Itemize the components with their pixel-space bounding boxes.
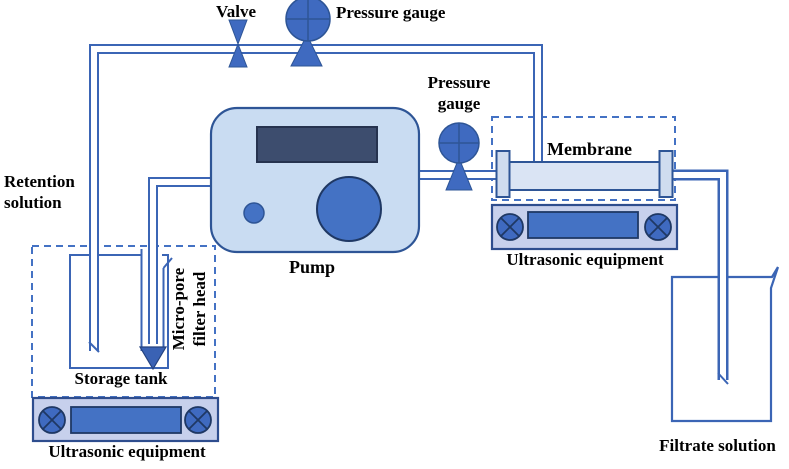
membrane-body — [507, 161, 661, 191]
storage-tank — [69, 254, 169, 369]
retention-label-line2: solution — [4, 193, 62, 212]
filtrate-solution-label: Filtrate solution — [659, 436, 776, 455]
pump-suction-pipe — [138, 177, 218, 371]
ultrasonic-equipment-right-label: Ultrasonic equipment — [506, 250, 664, 269]
valve-icon — [228, 19, 248, 68]
membrane-cap-left — [495, 150, 511, 198]
storage-tank-label: Storage tank — [74, 369, 168, 388]
valve-label: Valve — [216, 2, 256, 21]
micropore-label-line2: filter head — [190, 271, 209, 347]
transducer-bar — [70, 406, 182, 434]
pressure-gauge-right-label: Pressure gauge — [414, 72, 504, 114]
membrane-label: Membrane — [547, 139, 632, 159]
membrane-cap-right — [658, 150, 674, 198]
ultrasonic-equipment-left — [31, 396, 220, 443]
pump-button — [243, 202, 265, 224]
filtrate-beaker — [670, 266, 780, 423]
pump-display — [256, 126, 378, 163]
membrane-module — [495, 150, 674, 198]
micropore-label-line1: Micro-pore — [169, 267, 188, 351]
pump-knob — [316, 176, 382, 242]
ultrasonic-equipment-right — [490, 203, 679, 251]
pressure-gauge-top-icon — [285, 0, 331, 67]
retention-pipe — [88, 44, 543, 353]
transducer-bar — [527, 211, 639, 239]
retention-label-line1: Retention — [4, 172, 75, 191]
pump — [209, 106, 421, 254]
pressure-gauge-right-label-line2: gauge — [437, 94, 481, 113]
ultrasonic-equipment-left-label: Ultrasonic equipment — [48, 442, 206, 461]
permeate-pipe — [666, 169, 729, 385]
flow-arrow — [138, 346, 168, 371]
micropore-filter-head-label: Micro-pore filter head — [168, 249, 210, 369]
pressure-gauge-right-label-line1: Pressure — [427, 73, 491, 92]
pressure-gauge-top-label: Pressure gauge — [336, 3, 446, 22]
filter-head-chamfer — [162, 257, 173, 269]
pressure-gauge-right-icon — [438, 122, 480, 191]
retention-solution-label: Retention solution — [4, 171, 75, 213]
pump-label: Pump — [288, 257, 335, 277]
filtrate-tube-bevel-tip — [717, 372, 729, 385]
dip-tube-bevel-tip — [88, 341, 100, 353]
